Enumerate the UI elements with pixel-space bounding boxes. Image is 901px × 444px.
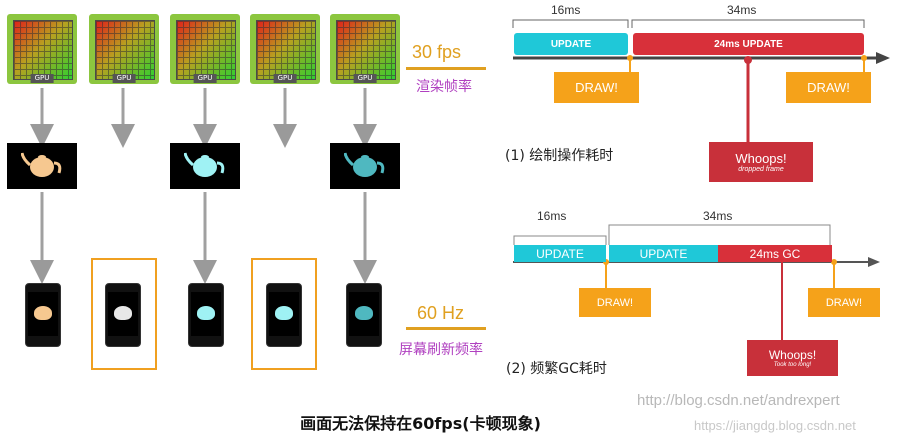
phone-3 xyxy=(188,283,224,347)
t2-whoops-box: Whoops! Took too long! xyxy=(747,340,838,376)
watermark-1: http://blog.csdn.net/andrexpert xyxy=(637,392,840,409)
gpu-label: GPU xyxy=(112,74,136,83)
t2-draw-box-2: DRAW! xyxy=(808,288,880,317)
gpu-label: GPU xyxy=(30,74,54,83)
teapot-frame-3 xyxy=(330,143,400,189)
t1-tick-16ms: 16ms xyxy=(551,3,581,17)
teapot-frame-1 xyxy=(7,143,77,189)
hz-divider xyxy=(406,327,486,330)
teapot-icon xyxy=(21,152,62,177)
t2-whoops-text: Whoops! xyxy=(768,348,817,362)
teapot-icon xyxy=(344,152,385,177)
t2-whoops-sub: Took too long! xyxy=(773,362,812,368)
fps-divider xyxy=(406,67,486,70)
t2-update-box-1: UPDATE xyxy=(514,245,606,262)
gpu-chip-3: GPU xyxy=(170,14,240,84)
phone-2 xyxy=(105,283,141,347)
teapot-frame-2 xyxy=(170,143,240,189)
repeated-frame-highlight-2 xyxy=(251,258,317,370)
footer-title: 画面无法保持在60fps(卡顿现象) xyxy=(300,414,541,433)
phone-5 xyxy=(346,283,382,347)
t2-draw-box-1: DRAW! xyxy=(579,288,651,317)
t1-whoops-box: Whoops! dropped frame xyxy=(709,142,813,182)
t2-caption: (2) 频繁GC耗时 xyxy=(506,361,607,377)
t1-draw-box-2: DRAW! xyxy=(786,72,871,103)
t1-whoops-text: Whoops! xyxy=(735,151,787,166)
t1-draw-box-1: DRAW! xyxy=(554,72,639,103)
gpu-chip-2: GPU xyxy=(89,14,159,84)
gpu-chip-1: GPU xyxy=(7,14,77,84)
t1-long-update-box: 24ms UPDATE xyxy=(633,33,864,55)
t1-tick-34ms: 34ms xyxy=(727,3,757,17)
t2-tick-16ms: 16ms xyxy=(537,209,567,223)
hz-caption: 屏幕刷新频率 xyxy=(399,342,483,358)
fps-label: 30 fps xyxy=(412,42,462,62)
hz-label: 60 Hz xyxy=(417,303,465,323)
t1-caption: (1) 绘制操作耗时 xyxy=(505,148,614,164)
t2-tick-34ms: 34ms xyxy=(703,209,733,223)
gpu-label: GPU xyxy=(353,74,377,83)
phone-1 xyxy=(25,283,61,347)
gpu-label: GPU xyxy=(193,74,217,83)
gpu-chip-5: GPU xyxy=(330,14,400,84)
fps-caption: 渲染帧率 xyxy=(416,79,472,95)
t1-update-box: UPDATE xyxy=(514,33,628,55)
t2-update-box-2: UPDATE xyxy=(609,245,718,262)
gpu-label: GPU xyxy=(273,74,297,83)
t2-gc-box: 24ms GC xyxy=(718,245,832,262)
repeated-frame-highlight-1 xyxy=(91,258,157,370)
teapot-icon xyxy=(184,152,225,177)
gpu-chip-4: GPU xyxy=(250,14,320,84)
phone-4 xyxy=(266,283,302,347)
t1-whoops-sub: dropped frame xyxy=(738,166,784,173)
watermark-2: https://jiangdg.blog.csdn.net xyxy=(694,418,856,433)
